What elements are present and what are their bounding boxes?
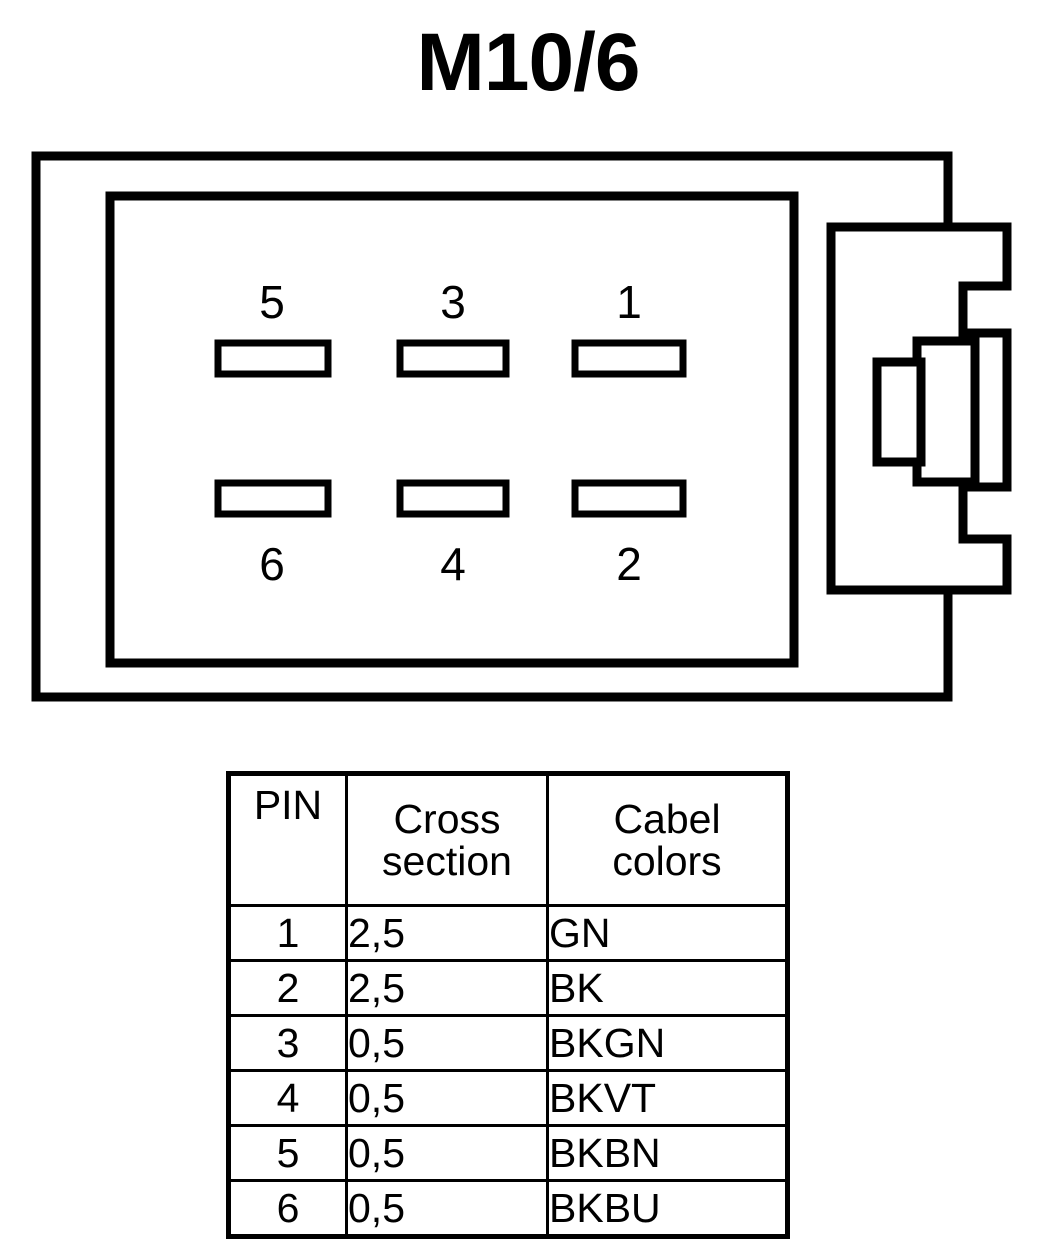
pin-assignment-table: PIN Cross section Cabel colors 1 2,5 GN	[226, 771, 790, 1239]
table-row: 1 2,5 GN	[227, 904, 789, 962]
cell-pin: 4	[227, 1069, 348, 1127]
column-header-cabel-colors-line1: Cabel	[613, 795, 721, 842]
cell-cross-section: 0,5	[345, 1069, 549, 1127]
pin-slot-2[interactable]	[571, 479, 687, 518]
cell-pin: 2	[227, 959, 348, 1017]
pin-slot-3[interactable]	[396, 339, 510, 378]
cell-cabel-color: BKVT	[546, 1069, 789, 1127]
pin-slot-4[interactable]	[396, 479, 510, 518]
cell-pin: 5	[227, 1124, 348, 1182]
pin-slot-6[interactable]	[214, 479, 332, 518]
connector-latch-tab	[912, 336, 980, 487]
pin-slot-1[interactable]	[571, 339, 687, 378]
cell-cross-section: 2,5	[345, 959, 549, 1017]
table-row: 3 0,5 BKGN	[227, 1014, 789, 1072]
connector-inner-cavity	[105, 191, 799, 668]
cell-cabel-color: BK	[546, 959, 789, 1017]
column-header-cross-section: Cross section	[345, 772, 549, 907]
table-header: PIN Cross section Cabel colors	[227, 772, 789, 907]
cell-cabel-color: BKGN	[546, 1014, 789, 1072]
cell-cross-section: 2,5	[345, 904, 549, 962]
pin-slot-5[interactable]	[214, 339, 332, 378]
table-row: 4 0,5 BKVT	[227, 1069, 789, 1127]
table-body: 1 2,5 GN 2 2,5 BK 3 0,5 BKGN 4 0,5 B	[227, 904, 789, 1238]
cell-cabel-color: BKBU	[546, 1179, 789, 1238]
pin-label-5: 5	[259, 276, 285, 328]
table-row: 6 0,5 BKBU	[227, 1179, 789, 1238]
connector-svg: 5 3 1 6 4 2	[31, 151, 1012, 702]
table-header-row: PIN Cross section Cabel colors	[227, 772, 789, 907]
column-header-cabel-colors-line2: colors	[612, 838, 722, 884]
column-header-cabel-colors: Cabel colors	[546, 772, 789, 907]
pin-label-2: 2	[616, 538, 642, 590]
cell-pin: 6	[227, 1179, 348, 1238]
cell-cabel-color: BKBN	[546, 1124, 789, 1182]
cell-cabel-color: GN	[546, 904, 789, 962]
cell-cross-section: 0,5	[345, 1014, 549, 1072]
pin-label-6: 6	[259, 538, 285, 590]
column-header-cross-section-line2: section	[382, 838, 512, 884]
page-title: M10/6	[416, 17, 641, 108]
cell-pin: 1	[227, 904, 348, 962]
cell-pin: 3	[227, 1014, 348, 1072]
pin-label-1: 1	[616, 276, 642, 328]
table-row: 2 2,5 BK	[227, 959, 789, 1017]
connector-diagram: 5 3 1 6 4 2	[0, 140, 1056, 720]
pin-label-3: 3	[440, 276, 466, 328]
pin-table-container: PIN Cross section Cabel colors 1 2,5 GN	[226, 771, 790, 1239]
cell-cross-section: 0,5	[345, 1124, 549, 1182]
pin-label-4: 4	[440, 538, 466, 590]
column-header-cross-section-line1: Cross	[393, 795, 501, 842]
cell-cross-section: 0,5	[345, 1179, 549, 1238]
connector-latch-detent	[872, 357, 926, 467]
column-header-pin: PIN	[227, 772, 348, 907]
table-row: 5 0,5 BKBN	[227, 1124, 789, 1182]
